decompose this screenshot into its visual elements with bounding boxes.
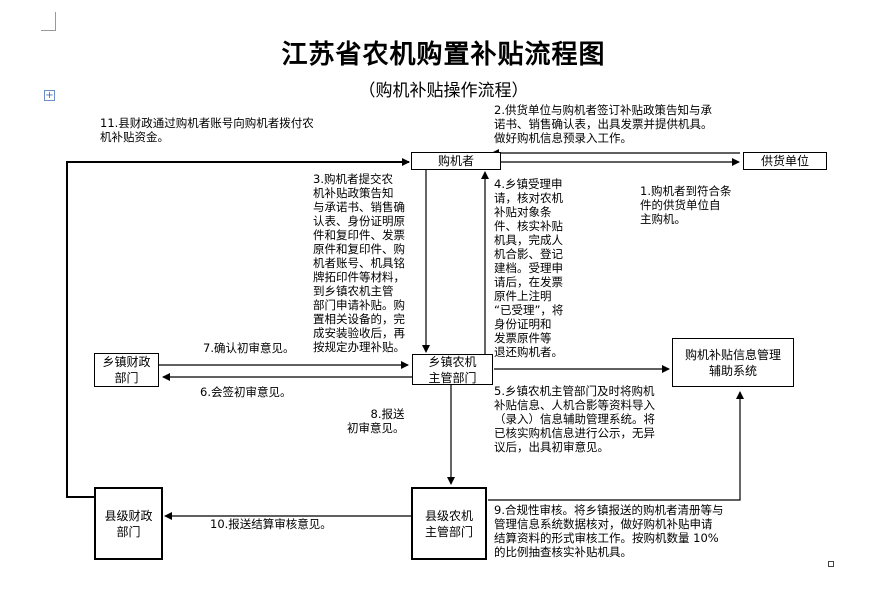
step-2-text: 2.供货单位与购机者签订补贴政策告知与承 诺书、销售确认表，出具发票并提供机具。…	[494, 103, 713, 145]
node-buyer: 购机者	[411, 152, 501, 170]
step-3-text: 3.购机者提交农 机补贴政策告知 与承诺书、销售确 认表、身份证明原 件和复印件…	[313, 172, 405, 354]
step-8-text: 8.报送 初审意见。	[347, 407, 405, 435]
arrow-step-11	[66, 158, 410, 498]
step-11-text: 11.县财政通过购机者账号向购机者拨付农 机补贴资金。	[100, 116, 314, 144]
page-title: 江苏省农机购置补贴流程图	[281, 40, 606, 70]
step-7-text: 7.确认初审意见。	[203, 341, 295, 355]
page-subtitle: （购机补贴操作流程）	[358, 81, 529, 101]
node-town-finance: 乡镇财政 部门	[94, 353, 159, 387]
step-1-text: 1.购机者到符合条 件的供货单位自 主购机。	[640, 184, 732, 226]
step-4-text: 4.乡镇受理申 请，核对农机 补贴对象条 件、核实补贴 机具，完成人 机合影、登…	[494, 177, 564, 359]
step-10-text: 10.报送结算审核意见。	[210, 517, 332, 531]
step-9-text: 9.合规性审核。将乡镇报送的购机者清册等与 管理信息系统数据核对，做好购机补贴申…	[494, 503, 724, 559]
table-move-handle-icon[interactable]: +	[44, 90, 55, 101]
node-county-finance: 县级财政 部门	[94, 487, 163, 560]
end-marker-icon	[828, 561, 834, 567]
page-corner-mark	[41, 12, 56, 31]
node-county-agri: 县级农机 主管部门	[411, 487, 487, 560]
step-6-text: 6.会签初审意见。	[200, 385, 292, 399]
node-town-agri: 乡镇农机 主管部门	[412, 354, 493, 385]
arrow-step-9	[488, 391, 744, 501]
node-info-system: 购机补贴信息管理 辅助系统	[672, 338, 794, 387]
node-supplier: 供货单位	[743, 152, 827, 170]
step-5-text: 5.乡镇农机主管部门及时将购机 补贴信息、人机合影等资料导入 （录入）信息辅助管…	[494, 384, 655, 454]
